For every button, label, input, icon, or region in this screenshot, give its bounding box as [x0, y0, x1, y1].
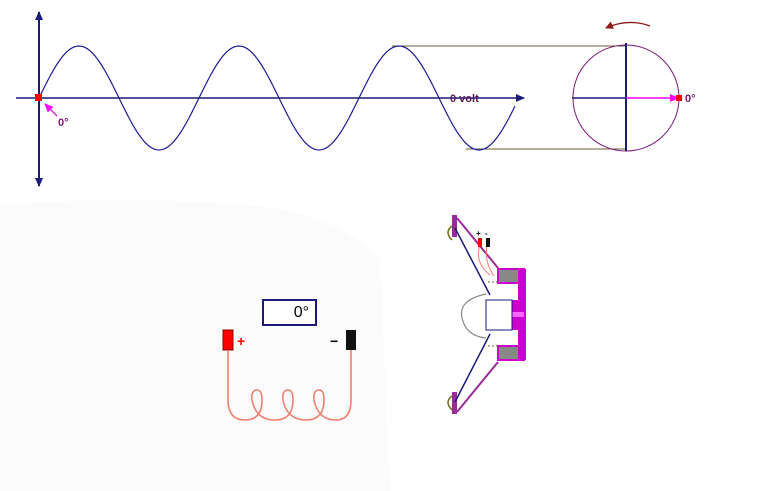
- speaker-basket-top: [456, 217, 499, 269]
- speaker-cone-bottom: [454, 333, 491, 403]
- pointer-arrow-icon: [44, 103, 58, 117]
- speaker-cone-top: [454, 227, 491, 296]
- sine-wave-curve: [38, 45, 516, 151]
- speaker-minus-terminal: [486, 238, 490, 247]
- curved-arrow-icon: [605, 21, 651, 29]
- phasor-angle-label: 0°: [685, 93, 696, 105]
- speaker-frame-top: [452, 215, 457, 237]
- zero-volt-label: 0 volt: [450, 93, 479, 105]
- positive-terminal-label: +: [237, 333, 245, 349]
- negative-terminal: [346, 330, 356, 350]
- speaker-minus-label: -: [485, 229, 488, 238]
- speaker-voice-coil: [485, 299, 513, 331]
- speaker-basket-bottom: [456, 361, 499, 413]
- speaker-surround-bottom: [447, 395, 453, 411]
- negative-terminal-label: −: [330, 333, 338, 349]
- sine-wave-panel: 0° 0 volt 0°: [16, 11, 696, 187]
- phasor-tip-marker: [676, 95, 682, 101]
- background-shade: [0, 200, 390, 491]
- speaker-cross-section: + -: [447, 215, 526, 414]
- speaker-surround-top: [447, 225, 453, 241]
- speaker-plus-terminal: [478, 238, 482, 247]
- origin-angle-label: 0°: [58, 117, 69, 129]
- coil-circuit-panel: + −: [222, 329, 356, 421]
- coil-wire: [227, 350, 352, 421]
- speaker-plus-label: +: [476, 229, 481, 238]
- positive-terminal: [222, 329, 234, 351]
- origin-marker: [35, 94, 42, 101]
- speaker-lead-wires: [477, 244, 495, 277]
- speaker-dust-cap: [460, 293, 487, 339]
- speaker-frame-bottom: [452, 392, 457, 414]
- phase-readout-box: 0°: [262, 299, 317, 326]
